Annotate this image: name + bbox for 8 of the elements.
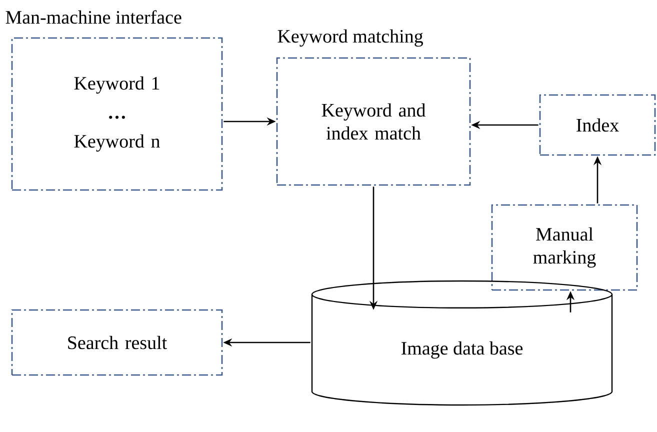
heading-text: Keyword matching (278, 29, 423, 47)
process-box: Index (539, 94, 656, 156)
process-box: Keyword 1 … Keyword n (11, 37, 223, 191)
heading-text: Man-machine interface (6, 10, 182, 24)
database-cylinder: Image data base (311, 280, 613, 406)
process-box: Manual marking (491, 204, 638, 291)
process-box: Search result (11, 309, 223, 376)
process-box: Keyword and index match (276, 57, 471, 186)
